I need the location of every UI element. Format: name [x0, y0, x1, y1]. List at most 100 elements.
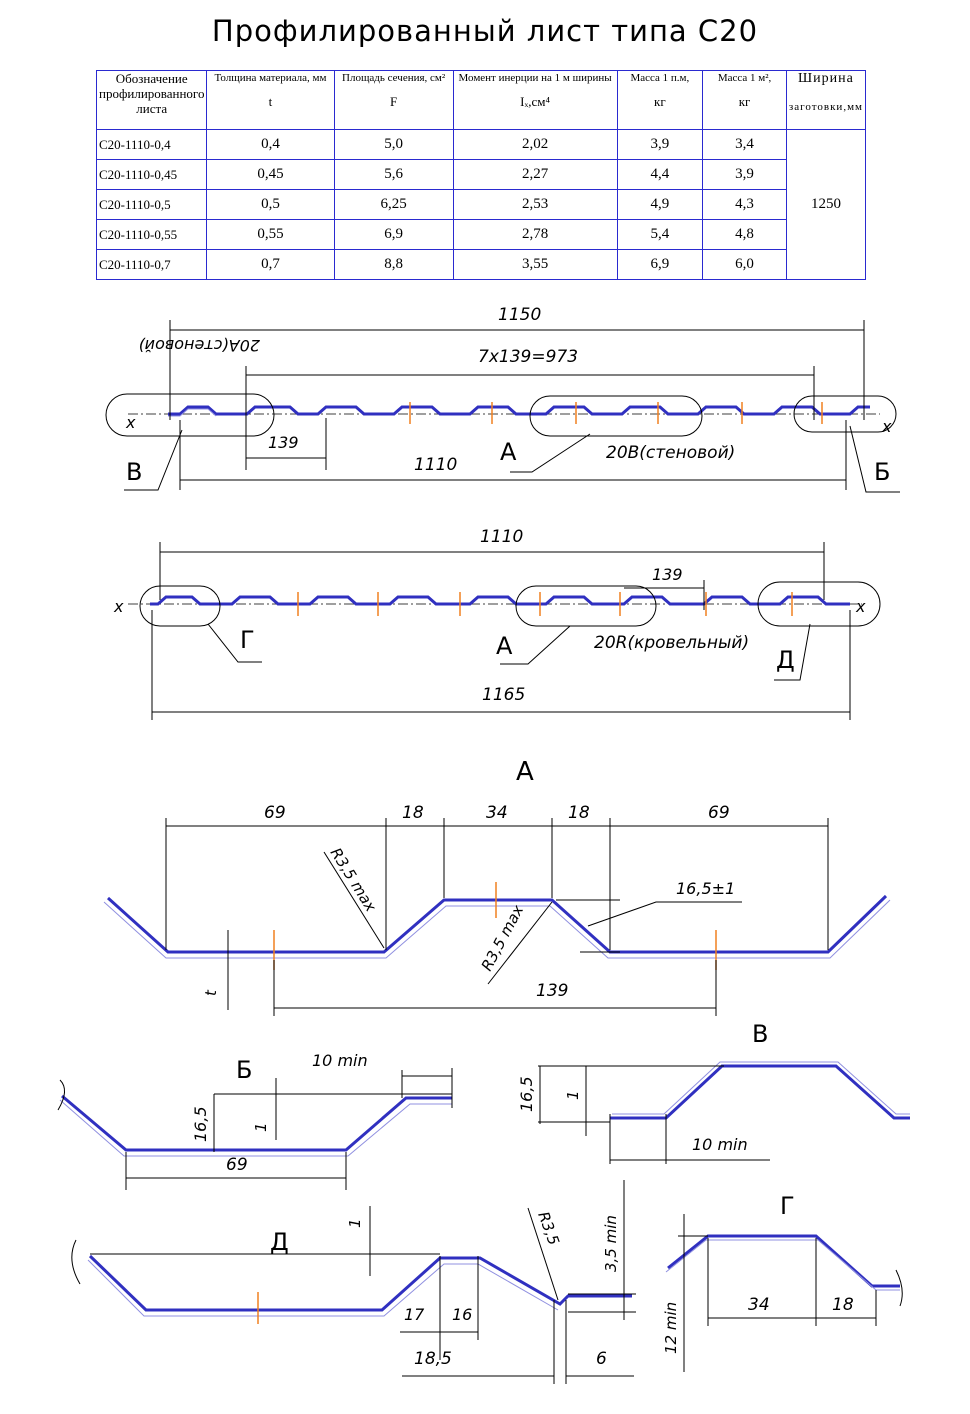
table-cell: 4,9 — [616, 189, 704, 220]
table-cell: С20-1110-0,45 — [95, 159, 208, 190]
table-row: С20-1110-0,4 0,4 5,0 2,02 3,9 3,4 1250 — [95, 129, 867, 280]
table-cell: 3,55 — [452, 249, 618, 280]
zone-d-outline — [757, 581, 881, 627]
label-zone-v: В — [126, 458, 142, 486]
table-cell: С20-1110-0,4 — [95, 129, 208, 160]
table-cell: С20-1110-0,55 — [95, 219, 208, 250]
detail-b-profile — [61, 1094, 452, 1152]
zone-v-outline — [105, 393, 275, 437]
table-row: С20-1110-0,45 0,45 5,6 2,27 4,4 3,9 — [95, 159, 866, 190]
dim-d-16: 16 — [452, 1305, 472, 1324]
dim-b-69: 69 — [226, 1155, 248, 1175]
dim-v-10min: 10 min — [692, 1135, 748, 1154]
dim-a-69-right: 69 — [708, 803, 730, 823]
dim-a-thickness: t — [202, 989, 220, 996]
dim-a-radius-left: R3,5 max — [327, 845, 380, 915]
wall-axis-x-right: x — [881, 417, 892, 436]
label-zone-g: Г — [240, 626, 255, 654]
detail-a-profile — [106, 894, 888, 954]
detail-b-title: Б — [236, 1056, 252, 1084]
detail-b: Б 10 min 16,5 1 69 — [57, 1051, 453, 1190]
detail-v: В 16,5 1 10 min — [517, 1020, 910, 1164]
table-cell: 6,0 — [702, 249, 787, 280]
detail-g: Г 12 min 34 18 — [662, 1192, 903, 1372]
zone-g-outline — [139, 585, 221, 627]
dim-wall-pitch: 139 — [268, 433, 299, 452]
dim-d-6: 6 — [596, 1349, 607, 1369]
table-cell: 6,25 — [333, 189, 454, 220]
table-cell: 5,0 — [333, 129, 454, 160]
dim-a-pitch: 139 — [536, 981, 568, 1001]
dim-d-1: 1 — [346, 1218, 364, 1228]
dim-g-34: 34 — [748, 1295, 770, 1315]
table-cell: 0,45 — [206, 159, 335, 190]
label-zone-a-wall: А — [500, 438, 517, 466]
zone-a-roof-outline — [515, 585, 657, 627]
table-header: Масса 1 м²,кг — [702, 70, 787, 130]
table-cell: 5,6 — [333, 159, 454, 190]
table-cell: 4,8 — [702, 219, 787, 250]
dim-roof-total: 1165 — [482, 685, 525, 705]
dim-v-height: 16,5 — [517, 1076, 536, 1112]
dim-a-18-left: 18 — [402, 803, 424, 823]
page-title: Профилированный лист типа С20 — [211, 14, 759, 48]
roof-axis-x-right: x — [855, 597, 866, 616]
dim-a-radius-right: R3,5 max — [478, 902, 528, 974]
table-cell: 2,02 — [452, 129, 618, 160]
wall-profile-view: x x 1150 20А(стеновой) 7х139=973 139 111… — [105, 305, 900, 493]
table-cell-blank-width: 1250 — [785, 129, 867, 280]
table-header: Обозначение профилированного листа — [95, 70, 208, 130]
dim-a-69-left: 69 — [264, 803, 286, 823]
dim-roof-pitch: 139 — [652, 565, 683, 584]
zone-a-outline — [529, 395, 703, 437]
table-cell: 0,55 — [206, 219, 335, 250]
wall-axis-x-left: x — [125, 413, 136, 432]
table-cell: 0,7 — [206, 249, 335, 280]
dim-wall-pitch-sum: 7х139=973 — [478, 347, 578, 367]
roof-centre-ticks — [297, 592, 793, 616]
detail-v-profile — [610, 1064, 910, 1120]
dim-a-34: 34 — [486, 803, 508, 823]
roof-axis-x-left: x — [113, 597, 124, 616]
dim-b-height: 16,5 — [191, 1106, 210, 1142]
dim-wall-mirror-label: 20А(стеновой) — [138, 336, 260, 355]
dim-roof-effective: 1110 — [480, 527, 523, 547]
dim-wall-effective: 1110 — [414, 455, 457, 475]
dim-d-3-5min: 3,5 min — [602, 1215, 620, 1272]
label-zone-b: Б — [874, 458, 890, 486]
detail-d-profile — [88, 1254, 632, 1312]
dim-d-18-5: 18,5 — [414, 1349, 452, 1369]
dim-a-18-right: 18 — [568, 803, 590, 823]
dim-g-12min: 12 min — [662, 1302, 680, 1354]
dim-b-10min: 10 min — [312, 1051, 368, 1070]
dim-a-height: 16,5±1 — [676, 879, 735, 898]
roof-profile-line — [150, 595, 850, 606]
detail-v-title: В — [752, 1020, 768, 1048]
table-cell: 2,53 — [452, 189, 618, 220]
spec-table: Обозначение профилированного листа Толщи… — [95, 70, 867, 280]
detail-g-title: Г — [780, 1192, 795, 1220]
table-cell: 5,4 — [616, 219, 704, 250]
table-cell: 6,9 — [616, 249, 704, 280]
detail-d-title: Д — [270, 1228, 289, 1256]
table-row: С20-1110-0,55 0,55 6,9 2,78 5,4 4,8 — [95, 219, 866, 250]
table-cell: 2,27 — [452, 159, 618, 190]
roof-type-label: 20R(кровельный) — [594, 633, 749, 653]
table-row: С20-1110-0,7 0,7 8,8 3,55 6,9 6,0 — [95, 249, 866, 280]
detail-d: Д 1 17 16 18,5 6 R3,5 3,5 min — [71, 1180, 636, 1384]
detail-a-title: А — [516, 757, 534, 787]
dim-b-1: 1 — [252, 1122, 270, 1132]
label-zone-d: Д — [776, 646, 795, 674]
table-cell: 8,8 — [333, 249, 454, 280]
table-header-row: Обозначение профилированного листа Толщи… — [95, 70, 867, 130]
dim-d-17: 17 — [404, 1305, 425, 1324]
detail-g-profile — [667, 1234, 900, 1288]
detail-a: А 69 18 34 18 69 R3,5 max R3,5 max 16,5±… — [103, 757, 891, 1016]
wall-type-label: 20В(стеновой) — [606, 443, 735, 463]
dim-wall-total: 1150 — [498, 305, 541, 325]
